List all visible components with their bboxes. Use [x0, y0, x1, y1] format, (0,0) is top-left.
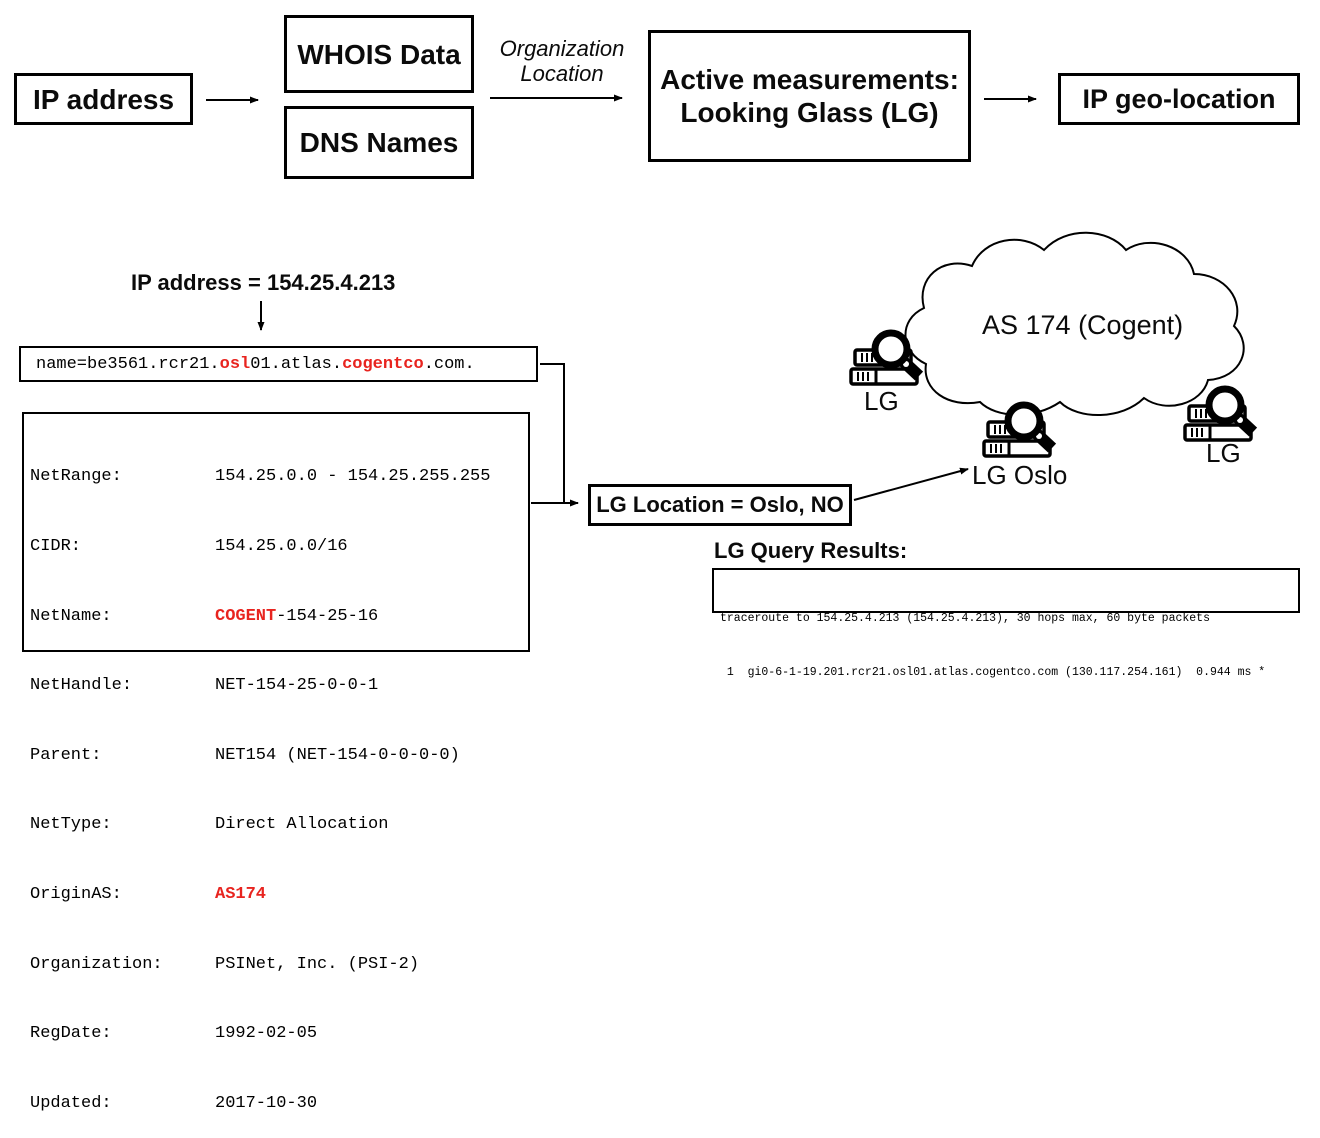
- whois-data-box: WHOIS Data: [284, 15, 474, 93]
- whois-row-netrange: NetRange:154.25.0.0 - 154.25.255.255: [30, 467, 491, 487]
- lg-oslo-label: LG Oslo: [972, 460, 1068, 490]
- looking-glass-icon-oslo: [982, 401, 1057, 458]
- lg-right-label: LG: [1206, 438, 1241, 468]
- dns-names-box: DNS Names: [284, 106, 474, 179]
- ip-geolocation-label: IP geo-location: [1082, 83, 1276, 114]
- looking-glass-icon-right: [1183, 385, 1258, 442]
- lg-query-results-title: LG Query Results:: [714, 538, 908, 563]
- traceroute-output-box: traceroute to 154.25.4.213 (154.25.4.213…: [712, 568, 1300, 679]
- arrow-lglocation-to-lgoslo: [853, 467, 969, 501]
- whois-row-nethandle: NetHandle:NET-154-25-0-0-1: [30, 676, 379, 696]
- dns-names-label: DNS Names: [299, 127, 459, 158]
- whois-record-box: NetRange:154.25.0.0 - 154.25.255.255 CID…: [22, 412, 530, 1113]
- lg-left-label: LG: [864, 386, 899, 416]
- active-measurements-line1: Active measurements:: [660, 64, 959, 95]
- lg-location-box: LG Location = Oslo, NO: [588, 484, 852, 526]
- ip-geolocation-box: IP geo-location: [1058, 73, 1300, 125]
- dns-name-seg-osl: osl: [219, 354, 251, 374]
- example-ip-title: IP address = 154.25.4.213: [131, 270, 396, 295]
- whois-row-netname: NetName:COGENT-154-25-16: [30, 606, 379, 626]
- whois-row-originas: OriginAS:AS174: [30, 885, 267, 905]
- whois-row-organization: Organization:PSINet, Inc. (PSI-2): [30, 954, 420, 974]
- as174-cloud: [904, 231, 1245, 417]
- as174-cloud-label: AS 174 (Cogent): [982, 310, 1184, 340]
- active-measurements-line2: Looking Glass (LG): [680, 97, 939, 128]
- ip-address-label: IP address: [32, 83, 175, 115]
- organization-location-arrow-label: Organization Location: [499, 36, 625, 86]
- whois-row-cidr: CIDR:154.25.0.0/16: [30, 537, 348, 557]
- whois-row-parent: Parent:NET154 (NET-154-0-0-0-0): [30, 745, 460, 765]
- diagram-canvas: { "flow": { "ip_address": "IP address", …: [14, 15, 1300, 1113]
- lg-location-label: LG Location = Oslo, NO: [596, 492, 844, 517]
- ip-address-box: IP address: [14, 73, 193, 125]
- looking-glass-icon-left: [849, 329, 924, 386]
- traceroute-line-1: traceroute to 154.25.4.213 (154.25.4.213…: [720, 612, 1210, 625]
- traceroute-line-2: 1 gi0-6-1-19.201.rcr21.osl01.atlas.cogen…: [720, 666, 1266, 679]
- magnifier-lens: [1205, 385, 1245, 425]
- connector-dnsname-to-lglocation: [540, 363, 565, 503]
- dns-name-seg-0: name=be3561.rcr21.: [36, 354, 220, 374]
- active-measurements-box: Active measurements: Looking Glass (LG): [648, 30, 971, 162]
- cloud-outline: [904, 231, 1245, 417]
- dns-name-seg-2: 01.atlas.: [250, 354, 343, 374]
- whois-row-nettype: NetType:Direct Allocation: [30, 815, 389, 835]
- whois-row-updated: Updated:2017-10-30: [30, 1093, 318, 1113]
- magnifier-lens: [871, 329, 911, 369]
- dns-name-seg-4: .com.: [423, 354, 475, 374]
- dns-name-seg-cogentco: cogentco: [342, 354, 424, 374]
- whois-row-regdate: RegDate:1992-02-05: [30, 1024, 318, 1044]
- whois-data-label: WHOIS Data: [297, 38, 461, 70]
- magnifier-lens: [1004, 401, 1044, 441]
